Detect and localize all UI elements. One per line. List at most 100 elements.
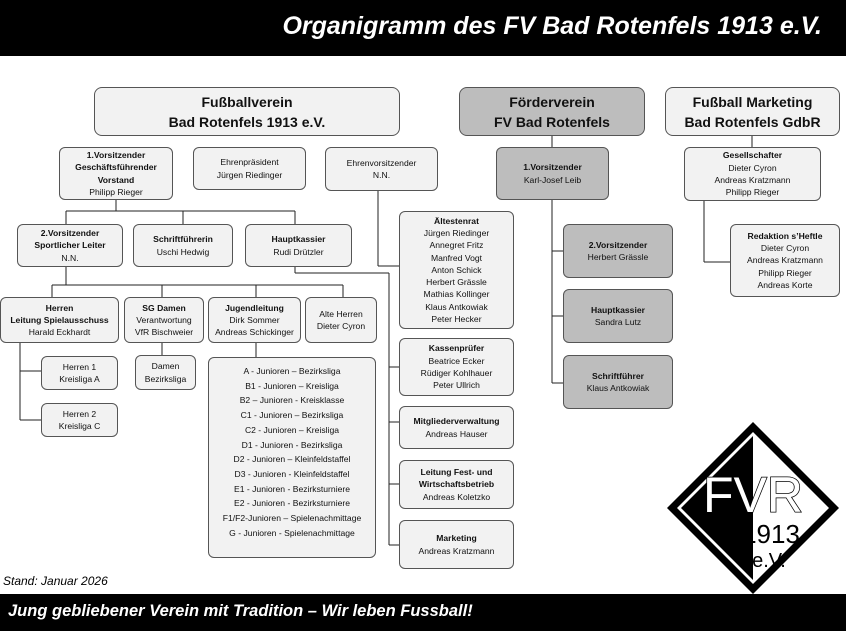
box-herren-1: Herren 1 Kreisliga A: [41, 356, 118, 390]
schriftfuehrerin-name: Uschi Hedwig: [156, 246, 210, 257]
fv1-name: Karl-Josef Leib: [523, 174, 582, 185]
v1-title1: 1.Vorsitzender: [86, 149, 146, 160]
fvr-logo: FVR 1913 e.V.: [667, 422, 839, 594]
box-fv-1-vorsitzender: 1.Vorsitzender Karl-Josef Leib: [496, 147, 609, 200]
jugend-name2: Andreas Schickinger: [215, 327, 294, 338]
junioren-item: C1 - Junioren – Bezirksliga: [240, 410, 344, 421]
footer-slogan: Jung gebliebener Verein mit Tradition – …: [8, 602, 473, 620]
aeltestenrat-name: Anton Schick: [431, 264, 482, 275]
fv2-name: Herbert Grässle: [587, 252, 649, 262]
box-fest-wirtschaft: Leitung Fest- und Wirtschaftsbetrieb And…: [399, 460, 514, 509]
redaktion-name: Dieter Cyron: [760, 243, 810, 254]
box-fv-schriftfuehrer: Schriftführer Klaus Antkowiak: [563, 355, 673, 409]
box-aeltestenrat: Ältestenrat Jürgen Riedinger Annegret Fr…: [399, 211, 514, 329]
marketing-line2: Bad Rotenfels GdbR: [684, 113, 821, 130]
header-bar: Organigramm des FV Bad Rotenfels 1913 e.…: [0, 0, 846, 56]
v2-title2: Sportlicher Leiter: [34, 240, 106, 251]
gesellschafter-title: Gesellschafter: [722, 150, 783, 161]
junioren-item: D2 - Junioren – Kleinfeldstaffel: [233, 454, 351, 465]
herren1-line2: Kreisliga A: [59, 374, 100, 384]
box-foerderverein: Förderverein FV Bad Rotenfels: [459, 87, 645, 136]
herren-title1: Herren: [45, 302, 74, 313]
ehrenvorsitzender-name: N.N.: [372, 170, 391, 180]
box-gesellschafter: Gesellschafter Dieter Cyron Andreas Krat…: [684, 147, 821, 201]
mitglieder-title: Mitgliederverwaltung: [413, 416, 500, 427]
box-mitgliederverwaltung: Mitgliederverwaltung Andreas Hauser: [399, 406, 514, 449]
kassenpruefer-name: Peter Ullrich: [433, 380, 480, 391]
junioren-item: D3 - Junioren - Kleinfeldstaffel: [234, 468, 350, 479]
redaktion-name: Philipp Rieger: [758, 267, 812, 278]
fest-name: Andreas Koletzko: [422, 491, 491, 502]
ehrenpraesident-title: Ehrenpräsident: [220, 157, 279, 168]
ehrenpraesident-name: Jürgen Riedinger: [216, 169, 283, 180]
altherren-line2: Dieter Cyron: [316, 321, 366, 331]
box-herren-2: Herren 2 Kreisliga C: [41, 403, 118, 437]
aeltestenrat-name: Annegret Fritz: [429, 240, 484, 251]
v1-title2: Geschäftsführender: [75, 162, 157, 173]
box-fv-2-vorsitzender: 2.Vorsitzender Herbert Grässle: [563, 224, 673, 278]
aeltestenrat-name: Klaus Antkowiak: [425, 301, 488, 312]
junioren-item: C2 - Junioren – Kreisliga: [244, 424, 340, 435]
v1-name: Philipp Rieger: [89, 186, 143, 197]
box-fussball-marketing: Fußball Marketing Bad Rotenfels GdbR: [665, 87, 840, 136]
marketingbox-name: Andreas Kratzmann: [418, 545, 495, 556]
herren1-line1: Herren 1: [62, 361, 97, 372]
foerder-line1: Förderverein: [509, 93, 595, 110]
kassenpruefer-name: Rüdiger Kohlhauer: [420, 368, 493, 378]
herren2-line1: Herren 2: [62, 408, 97, 419]
v2-name: N.N.: [61, 252, 79, 263]
box-sg-damen: SG Damen Verantwortung VfR Bischweier: [124, 297, 204, 343]
herren-name: Harald Eckhardt: [28, 327, 91, 338]
jugend-title: Jugendleitung: [225, 302, 284, 313]
sgdamen-line3: VfR Bischweier: [134, 327, 194, 338]
fest-title2: Wirtschaftsbetrieb: [418, 479, 495, 490]
v2-title1: 2.Vorsitzender: [40, 228, 100, 239]
junioren-item: D1 - Junioren - Bezirksliga: [241, 439, 343, 450]
gesellschafter-name: Andreas Kratzmann: [714, 175, 791, 185]
herren-title2: Leitung Spielausschuss: [10, 314, 109, 325]
junioren-item: E1 - Junioren - Bezirksturniere: [233, 483, 351, 494]
box-marketing: Marketing Andreas Kratzmann: [399, 520, 514, 569]
page-title: Organigramm des FV Bad Rotenfels 1913 e.…: [282, 12, 822, 40]
junioren-item: B2 – Junioren - Kreisklasse: [239, 395, 345, 406]
box-jugendleitung: Jugendleitung Dirk Sommer Andreas Schick…: [208, 297, 301, 343]
redaktion-name: Andreas Kratzmann: [747, 255, 823, 266]
damen-line2: Bezirksliga: [144, 373, 187, 384]
fv1-title: 1.Vorsitzender: [523, 162, 582, 173]
box-schriftfuehrerin: Schriftführerin Uschi Hedwig: [133, 224, 233, 267]
fvk-name: Sandra Lutz: [594, 317, 642, 327]
verein-line2: Bad Rotenfels 1913 e.V.: [168, 113, 326, 130]
gesellschafter-name: Dieter Cyron: [728, 162, 777, 173]
herren2-line2: Kreisliga C: [58, 421, 101, 431]
aeltestenrat-title: Ältestenrat: [434, 215, 479, 226]
junioren-item: E2 - Junioren - Bezirksturniere: [233, 498, 351, 509]
logo-suffix: e.V.: [752, 550, 786, 572]
foerder-line2: FV Bad Rotenfels: [494, 113, 610, 130]
redaktion-name: Andreas Korte: [757, 279, 813, 290]
box-junioren: A - Junioren – Bezirksliga B1 - Junioren…: [208, 357, 376, 558]
aeltestenrat-name: Mathias Kollinger: [423, 289, 490, 300]
mitglieder-name: Andreas Hauser: [425, 428, 488, 439]
kassenpruefer-name: Beatrice Ecker: [428, 355, 485, 366]
box-ehrenvorsitzender: Ehrenvorsitzender N.N.: [325, 147, 438, 191]
hauptkassier-title: Hauptkassier: [271, 234, 326, 245]
hauptkassier-name: Rudi Drützler: [273, 246, 324, 257]
aeltestenrat-name: Peter Hecker: [431, 314, 482, 325]
fvs-name: Klaus Antkowiak: [586, 383, 650, 393]
jugend-name1: Dirk Sommer: [229, 314, 280, 325]
fvk-title: Hauptkassier: [591, 304, 645, 315]
aeltestenrat-name: Jürgen Riedinger: [423, 227, 490, 238]
aeltestenrat-name: Manfred Vogt: [430, 252, 483, 263]
kassenpruefer-title: Kassenprüfer: [428, 343, 485, 354]
schriftfuehrerin-title: Schriftführerin: [153, 234, 213, 245]
junioren-item: A - Junioren – Bezirksliga: [243, 366, 341, 376]
v1-title3: Vorstand: [97, 174, 135, 185]
box-damen: Damen Bezirksliga: [135, 355, 196, 390]
box-herren: Herren Leitung Spielausschuss Harald Eck…: [0, 297, 119, 343]
fest-title1: Leitung Fest- und: [420, 467, 493, 478]
box-fussballverein: Fußballverein Bad Rotenfels 1913 e.V.: [94, 87, 400, 136]
box-hauptkassier: Hauptkassier Rudi Drützler: [245, 224, 352, 267]
box-redaktion: Redaktion s’Heftle Dieter Cyron Andreas …: [730, 224, 840, 297]
verein-line1: Fußballverein: [201, 93, 293, 110]
